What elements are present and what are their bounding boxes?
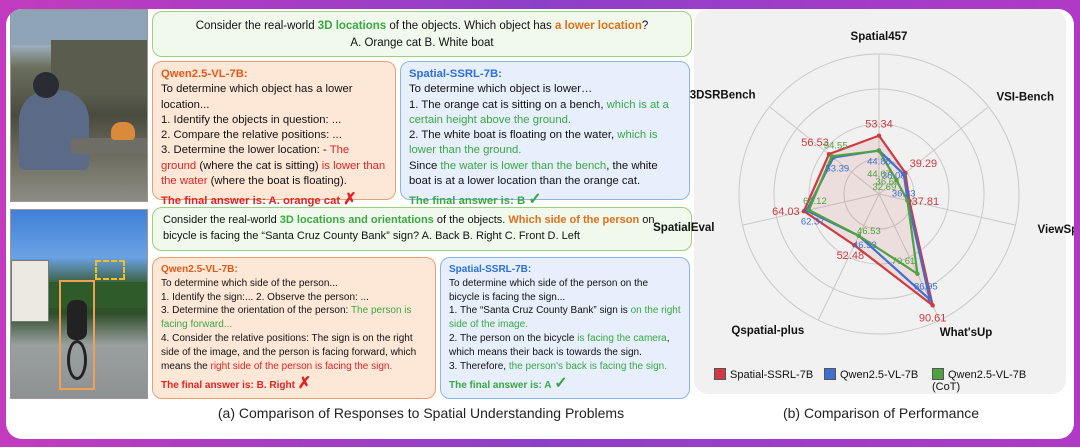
qwen-final-1: The final answer is: A. orange cat ✗ [161,191,357,208]
radar-spoke [878,193,1016,226]
radar-axis-label: Qspatial-plus [731,325,804,337]
radar-value-label: 61.12 [803,196,827,207]
qwen-title-2: Qwen2.5-VL-7B: [161,264,238,275]
radar-value-label: 70.61 [892,256,916,267]
radar-value-label: 36.83 [892,189,916,200]
radar-point [876,148,882,154]
ssrl-line: To determine which side of the person on… [449,277,649,303]
qwen-line: 2. Compare the relative positions: ... [161,129,342,141]
radar-value-label: 52.48 [837,250,865,262]
radar-axis-label: SpatialEval [653,222,714,234]
ssrl-line: Since the water is lower than the bench,… [409,159,658,187]
qwen-final-2: The final answer is: B. Right ✗ [161,375,312,393]
radar-value-label: 53.39 [825,164,849,175]
caption-left: (a) Comparison of Responses to Spatial U… [217,405,625,421]
radar-panel [694,9,1066,394]
check-icon: ✓ [528,191,542,208]
ssrl-title-2: Spatial-SSRL-7B: [449,264,532,275]
radar-series-2 [807,149,919,277]
legend-swatch [932,368,944,380]
radar-axis-label: What'sUp [940,327,993,339]
radar-spoke [817,193,880,321]
radar-value-label: 44.88 [867,156,891,167]
radar-point [852,243,857,248]
radar-value-label: 56.53 [801,137,829,149]
cross-icon: ✗ [297,375,312,393]
radar-value-label: 46.53 [853,240,877,251]
legend-item: Spatial-SSRL-7B [714,368,813,381]
qwen-line: 4. Consider the relative positions: The … [161,332,417,372]
question-box-2: Consider the real-world 3D locations and… [152,207,692,251]
legend-swatch [714,368,726,380]
radar-axis-label: Spatial457 [851,31,908,43]
qwen-line: 1. Identify the objects in question: ... [161,113,342,126]
qwen-line: 1. Identify the sign:... 2. Observe the … [161,291,369,303]
check-icon: ✓ [554,375,568,393]
qwen-line: 3. Determine the orientation of the pers… [161,305,412,331]
radar-axis-label: VSI-Bench [996,92,1054,104]
legend-item: Qwen2.5-VL-7B (CoT) [932,368,1027,393]
radar-spoke [769,106,880,195]
ssrl-title-1: Spatial-SSRL-7B: [409,68,502,80]
radar-value-label: 44.67 [867,169,891,180]
radar-value-label: 62.37 [801,216,825,227]
cat-boat-photo [10,9,148,202]
qwen-title-1: Qwen2.5-VL-7B: [161,68,248,80]
qwen-line: 3. Determine the lower location: - The g… [161,144,386,187]
ssrl-line: 1. The orange cat is sitting on a bench,… [409,98,669,126]
radar-point [894,177,899,183]
radar-point [927,297,933,302]
radar-value-label: 64.03 [772,206,800,218]
ssrl-response-2: Spatial-SSRL-7B: To determine which side… [440,257,690,399]
radar-value-label: 38.08 [882,170,906,181]
radar-legend: Spatial-SSRL-7B Qwen2.5-VL-7B Qwen2.5-VL… [706,364,1056,393]
radar-point [915,271,920,276]
radar-point [856,233,862,239]
legend-swatch [824,368,836,380]
caption-right: (b) Comparison of Performance [782,405,980,421]
ssrl-line: 2. The white boat is floating on the wat… [409,129,658,157]
radar-value-label: 90.61 [919,312,947,324]
ssrl-line: To determine which object is lower… [409,83,593,96]
radar-chart: 53.34 39.29 37.81 90.61 52.48 64.03 56.53 44.88… [653,31,1074,339]
ssrl-line: 2. The person on the bicycle is facing t… [449,332,670,358]
radar-point [905,198,910,203]
radar-value-label: 53.34 [865,119,893,131]
radar-axis-label: 3DSRBench [690,90,756,102]
ssrl-line: 1. The “Santa Cruz County Bank” sign is … [449,305,681,331]
radar-value-label: 36.66 [876,176,900,187]
radar-value-label: 39.29 [910,158,938,170]
qwen-line: To determine which object has a lower lo… [161,83,353,111]
cyclist-photo [10,209,148,399]
ssrl-final-1: The final answer is: B ✓ [409,191,542,208]
radar-point [930,303,935,308]
qwen-response-2: Qwen2.5-VL-7B: To determine which side o… [152,257,436,399]
radar-value-label: 54.55 [824,140,848,151]
radar-point [806,207,812,213]
qwen-response-1: Qwen2.5-VL-7B: To determine which object… [152,61,396,208]
radar-point [829,154,834,159]
radar-series-1 [805,149,932,303]
ssrl-response-1: Spatial-SSRL-7B: To determine which obje… [400,61,690,208]
radar-point [901,172,906,177]
options-1: A. Orange cat B. White boat [350,36,494,49]
ssrl-line: 3. Therefore, the person's back is facin… [449,360,667,372]
radar-value-label: 37.81 [912,196,940,208]
ssrl-final-2: The final answer is: A ✓ [449,375,568,393]
radar-point [876,133,882,138]
qwen-line: To determine which side of the person... [161,277,338,289]
radar-axis-label: ViewSpatial [1037,224,1074,236]
radar-value-label: 86.95 [914,282,938,293]
legend-item: Qwen2.5-VL-7B [824,368,918,381]
figure-card: Consider the real-world 3D locations of … [6,9,1074,439]
radar-value-label: 32.69 [872,182,896,193]
radar-value-label: 46.53 [857,226,881,237]
cross-icon: ✗ [343,191,357,208]
question-box-1: Consider the real-world 3D locations of … [152,11,692,57]
